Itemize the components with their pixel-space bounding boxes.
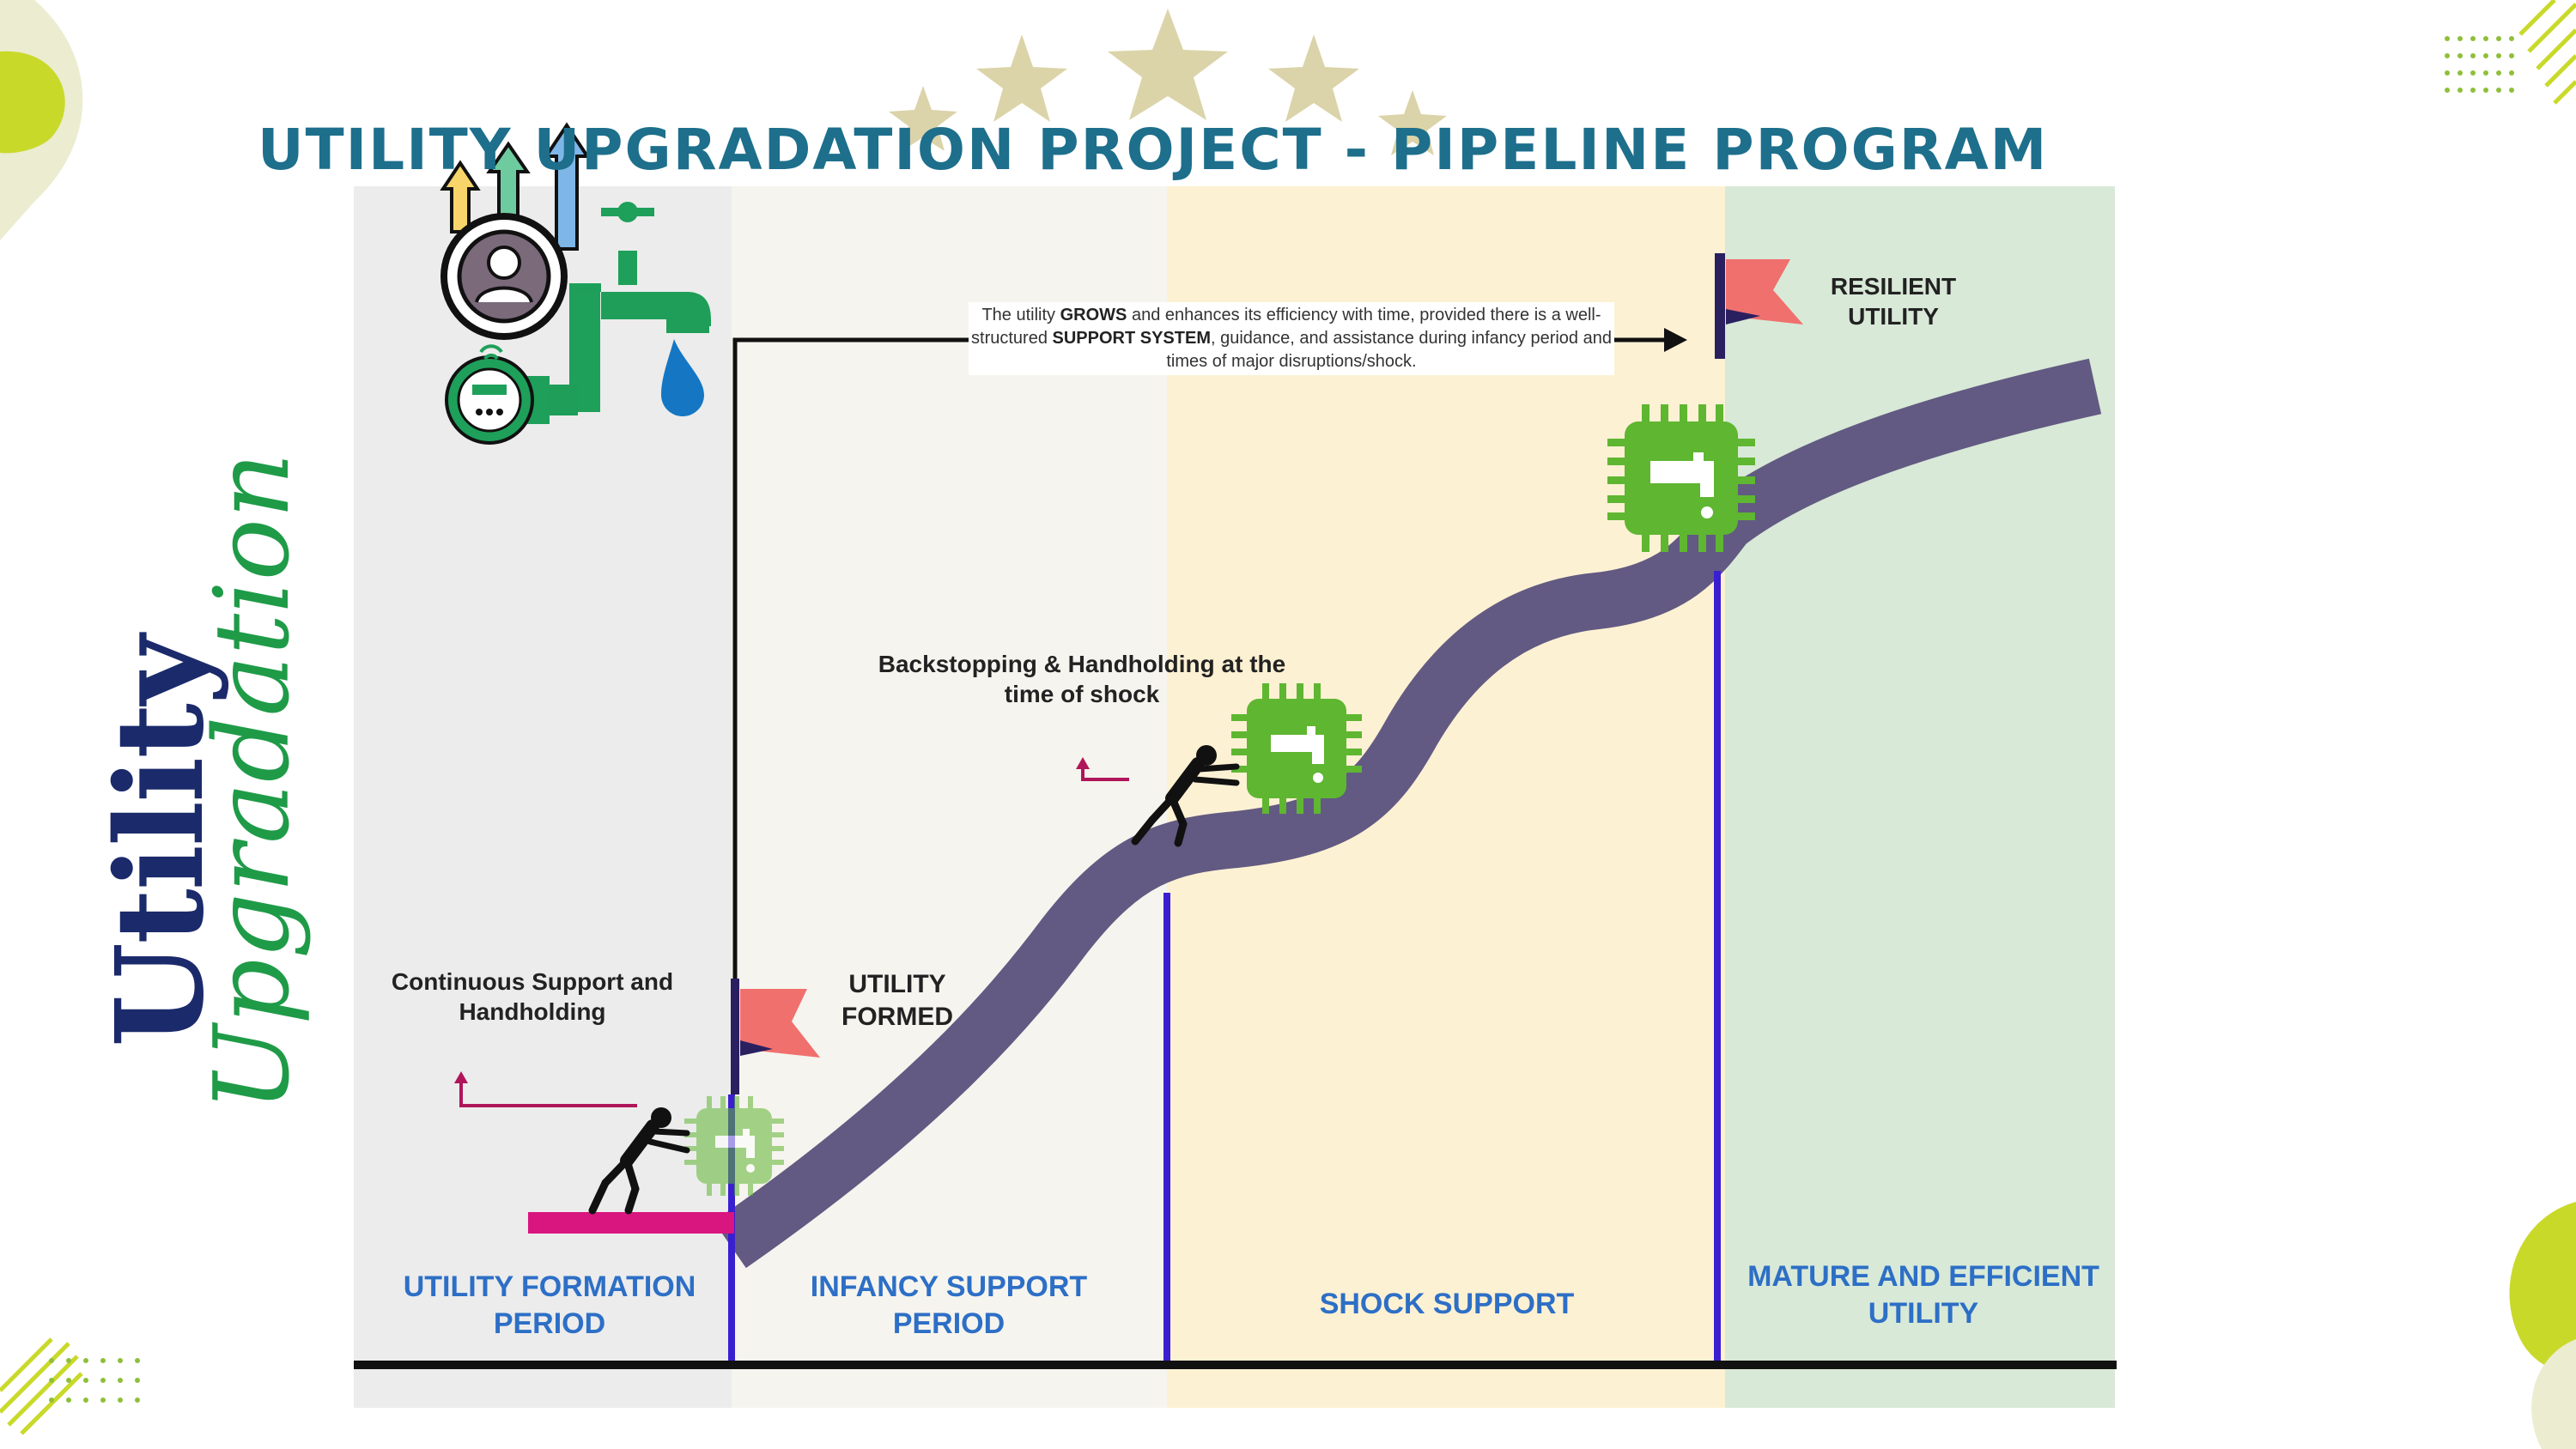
pusher-icon bbox=[1131, 745, 1240, 847]
dots-top-right bbox=[2445, 36, 2514, 93]
pusher-icon bbox=[588, 1107, 690, 1215]
arrow-head-icon bbox=[1076, 757, 1090, 769]
phase-label-formation: UTILITY FORMATION PERIOD bbox=[369, 1269, 730, 1342]
star-icon bbox=[1108, 9, 1228, 120]
flag-icon bbox=[1715, 253, 1803, 359]
flag-icon bbox=[731, 979, 820, 1094]
corner-leaf-bottom-right-pale bbox=[2531, 1339, 2576, 1449]
growth-connector-line bbox=[732, 337, 975, 996]
chip-tap-icon bbox=[684, 1096, 784, 1196]
star-icon bbox=[1378, 90, 1447, 155]
phase-label-infancy: INFANCY SUPPORT PERIOD bbox=[747, 1269, 1151, 1342]
callout-text: and enhances its efficiency with time, p… bbox=[971, 306, 1601, 348]
milestone-line: RESILIENT bbox=[1830, 273, 1957, 300]
star-icon bbox=[976, 34, 1067, 122]
note-backstopping: Backstopping & Handholding at the time o… bbox=[859, 649, 1305, 709]
corner-leaf-top-left-lime bbox=[0, 51, 65, 154]
note-line: Handholding bbox=[459, 998, 606, 1025]
note-line: time of shock bbox=[1004, 681, 1160, 707]
phase-label-line: SHOCK SUPPORT bbox=[1319, 1288, 1575, 1320]
page-title: UTILITY UPGRADATION PROJECT - PIPELINE P… bbox=[258, 117, 2049, 184]
milestone-utility-formed: UTILITY FORMED bbox=[816, 968, 979, 1033]
corner-leaf-bottom-right bbox=[2509, 1202, 2576, 1375]
platform bbox=[528, 1212, 734, 1234]
phase-label-line: MATURE AND EFFICIENT bbox=[1747, 1260, 2099, 1293]
growth-path bbox=[714, 358, 2102, 1269]
phase-label-line: UTILITY FORMATION bbox=[403, 1270, 696, 1303]
milestone-line: UTILITY bbox=[1848, 303, 1939, 330]
phase-label-line: INFANCY SUPPORT bbox=[810, 1270, 1088, 1303]
milestone-line: UTILITY bbox=[848, 970, 946, 998]
callout-bold-grows: GROWS bbox=[1060, 306, 1127, 324]
growth-callout: The utility GROWS and enhances its effic… bbox=[969, 302, 1614, 375]
phase-label-line: PERIOD bbox=[892, 1307, 1005, 1340]
phase-label-line: PERIOD bbox=[493, 1307, 606, 1340]
up-arrow-icon bbox=[459, 1078, 637, 1107]
chip-tap-icon bbox=[1231, 683, 1362, 814]
hatch-top-right bbox=[2518, 0, 2576, 105]
callout-text: The utility bbox=[981, 306, 1060, 324]
hatch-bottom-left bbox=[0, 1337, 83, 1435]
phase-label-shock: SHOCK SUPPORT bbox=[1185, 1286, 1709, 1323]
note-line: Continuous Support and bbox=[391, 968, 674, 995]
arrow-head-icon bbox=[1664, 328, 1687, 352]
phase-label-line: UTILITY bbox=[1868, 1296, 1979, 1330]
note-line: Backstopping & Handholding at the bbox=[878, 651, 1286, 677]
callout-text: , guidance, and assistance during infanc… bbox=[1166, 329, 1612, 371]
arrow-head-icon bbox=[454, 1071, 468, 1083]
dots-bottom-left bbox=[49, 1358, 140, 1403]
chip-tap-icon bbox=[1607, 404, 1755, 552]
note-continuous-support: Continuous Support and Handholding bbox=[369, 967, 696, 1027]
star-icon bbox=[889, 86, 957, 151]
milestone-resilient-utility: RESILIENT UTILITY bbox=[1803, 271, 1984, 331]
milestone-line: FORMED bbox=[841, 1002, 953, 1031]
callout-bold-support: SUPPORT SYSTEM bbox=[1052, 329, 1211, 348]
phase-label-mature: MATURE AND EFFICIENT UTILITY bbox=[1726, 1258, 2121, 1331]
star-decoration bbox=[889, 9, 1447, 155]
meter-tap-icon bbox=[440, 122, 711, 445]
star-icon bbox=[1268, 34, 1359, 122]
